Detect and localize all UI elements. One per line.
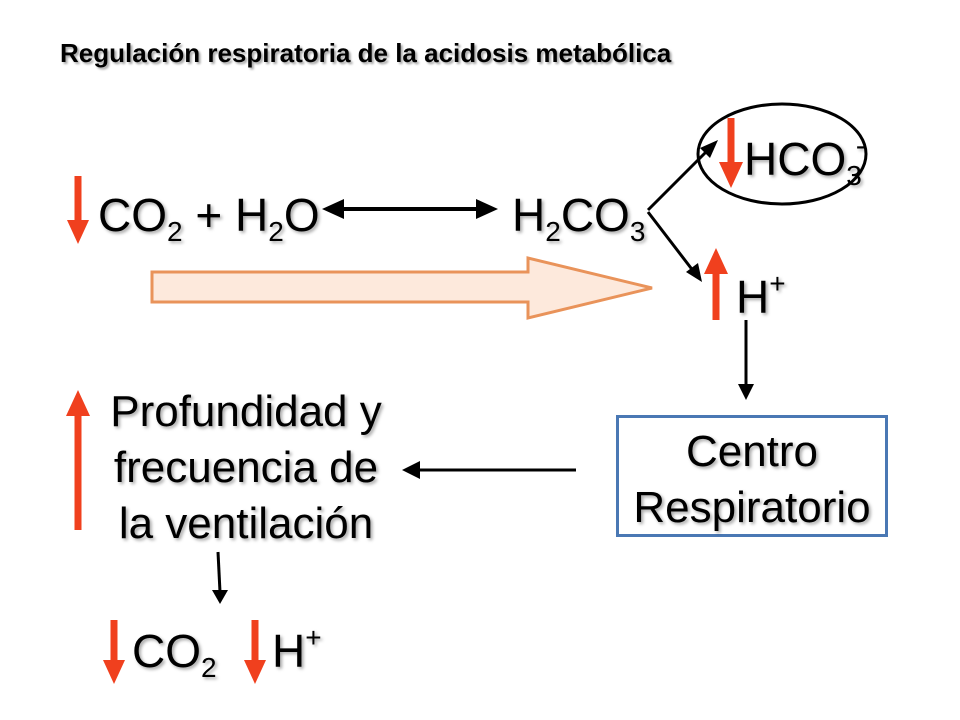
h2o-h: H bbox=[235, 189, 269, 241]
arrow-proton-to-centro bbox=[738, 320, 754, 400]
carbonic-acid: H2CO3 bbox=[512, 189, 645, 246]
result-proton-base: H bbox=[272, 625, 306, 677]
h2co3-subscript-2: 3 bbox=[629, 216, 646, 247]
equilibrium-arrow bbox=[322, 199, 498, 219]
red-up-arrow-icon bbox=[66, 390, 90, 530]
h2o-subscript: 2 bbox=[268, 216, 284, 247]
proton-base: H bbox=[736, 271, 770, 323]
centro-line-2: Respiratorio bbox=[633, 483, 871, 532]
ventilation-line-2: frecuencia de bbox=[113, 443, 379, 492]
result-co2-base: CO bbox=[132, 625, 201, 677]
red-down-arrow-icon bbox=[719, 118, 743, 188]
proton-charge: + bbox=[769, 268, 786, 299]
bicarbonate-label: HCO3- bbox=[744, 132, 865, 190]
h2co3-h: H bbox=[512, 189, 546, 241]
result-proton: H+ bbox=[272, 624, 322, 677]
centro-text: Centro Respiratorio bbox=[619, 424, 885, 536]
centro-line-1: Centro bbox=[685, 427, 819, 476]
h2co3-subscript-1: 2 bbox=[545, 216, 561, 247]
red-down-arrow-icon bbox=[244, 620, 266, 684]
ventilation-line-1: Profundidad y bbox=[110, 387, 382, 436]
ventilation-line-3: la ventilación bbox=[118, 499, 374, 548]
arrow-centro-to-ventilation bbox=[402, 461, 576, 479]
result-co2: CO2 bbox=[132, 625, 217, 682]
proton-label: H+ bbox=[736, 270, 786, 323]
diagram-title: Regulación respiratoria de la acidosis m… bbox=[60, 38, 672, 68]
arrow-to-bicarbonate bbox=[646, 140, 718, 212]
h2co3-co: CO bbox=[560, 189, 630, 241]
red-up-arrow-icon bbox=[704, 248, 728, 320]
arrow-to-proton bbox=[646, 211, 702, 282]
reaction-left: CO2 + H2O bbox=[98, 189, 320, 246]
bicarbonate-circle bbox=[696, 102, 868, 206]
ventilation-text: Profundidad y frecuencia de la ventilaci… bbox=[96, 384, 396, 552]
red-down-arrow-icon bbox=[103, 620, 125, 684]
hco3-charge: - bbox=[855, 130, 866, 161]
co2-subscript: 2 bbox=[167, 216, 183, 247]
h2o-o: O bbox=[283, 189, 320, 241]
result-proton-charge: + bbox=[305, 622, 322, 653]
hco3-base: HCO bbox=[744, 133, 847, 185]
result-co2-subscript: 2 bbox=[201, 652, 217, 683]
centro-respiratorio-box: Centro Respiratorio bbox=[616, 415, 888, 537]
red-down-arrow-icon bbox=[67, 176, 89, 244]
co2-label: CO bbox=[98, 189, 167, 241]
plus-sign: + bbox=[195, 189, 223, 241]
arrow-ventilation-to-result bbox=[212, 551, 228, 604]
big-orange-arrow bbox=[150, 256, 653, 320]
